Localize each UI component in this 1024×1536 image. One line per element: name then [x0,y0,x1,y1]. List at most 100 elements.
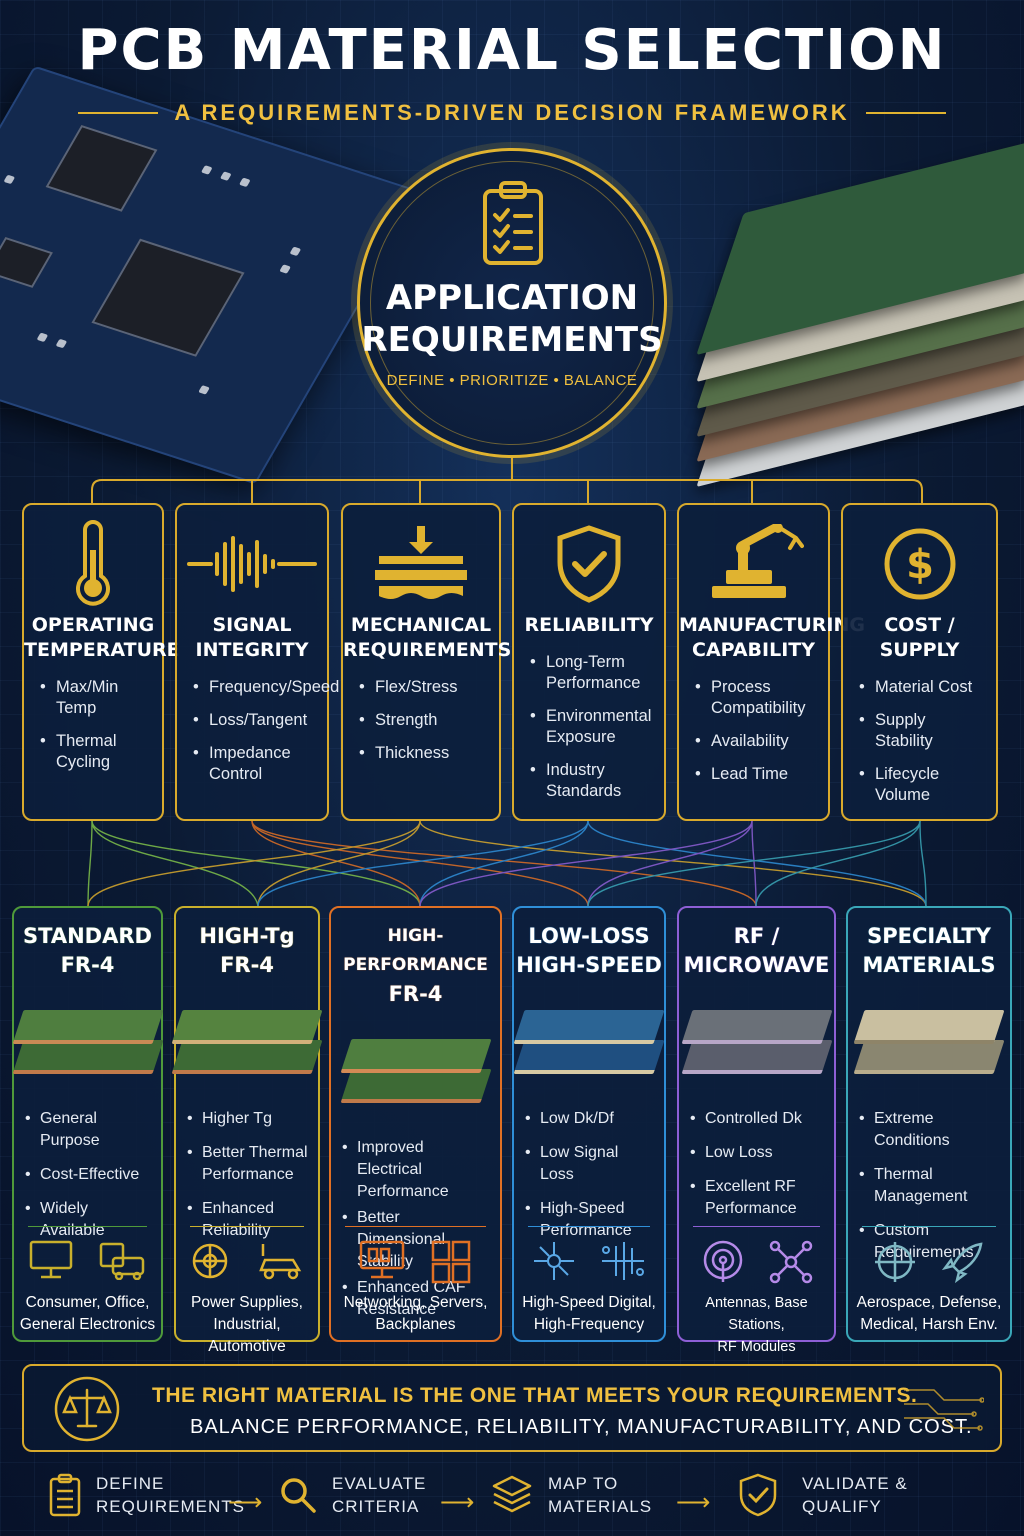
monitor-icon [29,1240,72,1279]
material-heading: RF /MICROWAVE [683,924,830,977]
laminate-icon [11,996,164,1086]
material-card-rf-microwave: RF /MICROWAVE Controlled Dk Low Loss Exc… [677,906,836,1355]
list-item: Thickness [357,743,489,764]
list-item: Material Cost [857,677,986,698]
list-item: Impedance Control [191,743,317,785]
list-item: General Purpose [24,1108,153,1152]
list-item: Frequency/Speed [191,677,339,698]
printer-icon [99,1242,144,1280]
laminate-icon [513,996,665,1086]
applications-label: High-Speed Digital,High-Frequency [522,1294,656,1333]
network-node-icon [769,1240,812,1284]
list-item: Thermal Cycling [38,731,152,773]
req-heading: COST / SUPPLY [879,614,960,661]
server-icon [431,1240,470,1284]
list-item: Environmental Exposure [528,706,654,748]
list-item: Cost-Effective [24,1164,153,1186]
banner-headline: THE RIGHT MATERIAL IS THE ONE THAT MEETS… [152,1384,918,1407]
list-item: Loss/Tangent [191,710,317,731]
list-item: Low Loss [689,1142,826,1164]
list-item: High-Speed Performance [524,1198,656,1242]
list-item: Enhanced Reliability [186,1198,310,1242]
list-item: Long-Term Performance [528,652,654,694]
laminate-icon [339,1025,492,1115]
circuit-node-icon [534,1242,574,1280]
step-validate-qualify: VALIDATE &QUALIFY [738,1472,908,1518]
list-item: Better Thermal Performance [186,1142,310,1186]
arrow-right-icon: ⟶ [676,1489,711,1516]
applications-label: Networking, Servers,Backplanes [343,1294,488,1333]
list-item: Controlled Dk [689,1108,826,1130]
shield-check-icon [739,1473,777,1517]
robot-arm-icon [711,524,804,598]
balance-scale-icon [54,1376,120,1442]
clipboard-icon [49,1473,81,1517]
shield-check-icon [557,525,621,603]
gear-icon [192,1243,228,1279]
laminate-icon [680,996,833,1086]
application-requirements-circle: APPLICATION REQUIREMENTS DEFINE • PRIORI… [357,148,667,458]
applications-label: Aerospace, Defense,Medical, Harsh Env. [856,1294,1002,1333]
list-item: Availability [693,731,818,752]
summary-banner: THE RIGHT MATERIAL IS THE ONE THAT MEETS… [22,1364,1002,1452]
list-item: Flex/Stress [357,677,489,698]
circuit-trace-decoration [904,1389,984,1431]
signal-trace-icon [602,1242,644,1280]
applications-label: Consumer, Office,General Electronics [19,1294,156,1333]
req-card-reliability: RELIABILITY Long-Term Performance Enviro… [512,503,666,821]
clipboard-checklist-icon [483,181,543,265]
list-item: Strength [357,710,489,731]
list-item: Max/Min Temp [38,677,152,719]
arrow-right-icon: ⟶ [440,1489,475,1516]
list-item: Widely Available [24,1198,153,1242]
req-heading: RELIABILITY [524,614,654,636]
laminate-icon [171,996,323,1086]
list-item: Supply Stability [857,710,986,752]
laminate-icon [853,996,1005,1086]
list-item: Excellent RF Performance [689,1176,826,1220]
page-subtitle: A REQUIREMENTS-DRIVEN DECISION FRAMEWORK [174,100,850,125]
list-item: Extreme Conditions [858,1108,1002,1152]
applications-label: Power Supplies,Industrial, Automotive [190,1294,303,1355]
center-title: APPLICATION REQUIREMENTS [361,278,663,360]
list-item: Low Signal Loss [524,1142,656,1186]
list-item: Higher Tg [186,1108,310,1130]
waveform-icon [187,536,317,592]
list-item: Lead Time [693,764,818,785]
list-item: Industry Standards [528,760,654,802]
list-item: Lifecycle Volume [857,764,986,806]
req-card-cost-supply: $ COST / SUPPLY Material Cost Supply Sta… [841,503,998,821]
list-item: Process Compatibility [693,677,818,719]
network-monitor-icon [359,1240,404,1279]
crosshair-icon [875,1242,915,1282]
rocket-icon [941,1242,983,1284]
list-item: Low Dk/Df [524,1108,656,1130]
applications-label: Antennas, Base Stations,RF Modules [705,1295,808,1355]
thermometer-icon [76,520,110,606]
arrow-right-icon: ⟶ [228,1489,263,1516]
page-title: PCB MATERIAL SELECTION [77,18,947,83]
list-item: Thermal Management [858,1164,1002,1208]
